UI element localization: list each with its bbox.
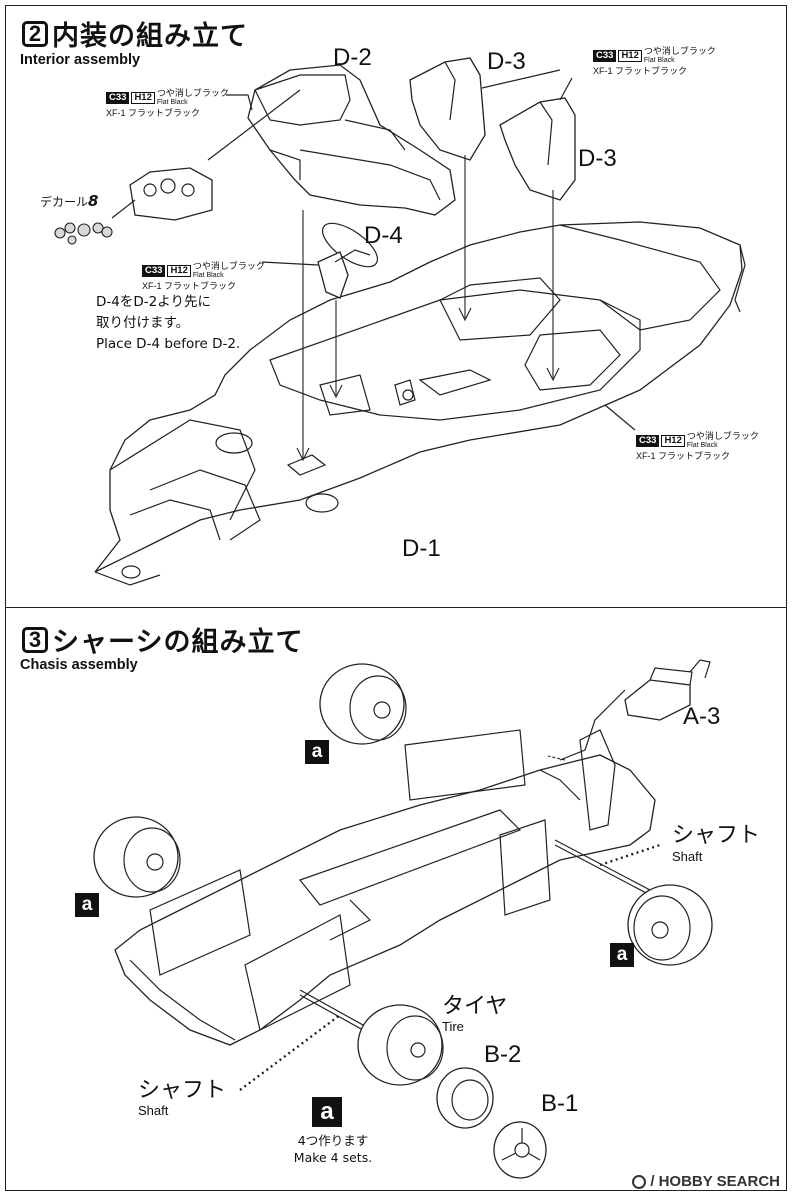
tire-icon (93, 816, 181, 898)
shaft-label-en-right: Shaft (672, 849, 703, 864)
part-label-d4: D-4 (364, 222, 403, 249)
section-divider (5, 607, 787, 608)
part-label-d2: D-2 (333, 44, 372, 71)
paint-code-h12: H12 (618, 50, 642, 62)
step2-title-jp: 内装の組み立て (52, 21, 248, 52)
make-sets-en: Make 4 sets. (293, 1150, 373, 1165)
chassis-frame-icon (114, 729, 656, 1046)
part-label-a3: A-3 (683, 703, 721, 730)
watermark: / HOBBY SEARCH (632, 1173, 780, 1190)
shaft-label-jp-left: シャフト (138, 1078, 227, 1103)
decal-number: 8 (88, 192, 99, 210)
watermark-brand: HOBBY SEARCH (658, 1173, 780, 1190)
dashboard-icon (247, 64, 456, 216)
paint-name-jp: つや消しブラック (686, 431, 759, 441)
part-label-d3b: D-3 (578, 145, 617, 172)
wheel-icon (493, 1121, 547, 1179)
seat-icon (409, 57, 486, 161)
paint-code-h12: H12 (167, 265, 191, 277)
decal-label: デカール8 (40, 192, 98, 210)
tire-label-jp: タイヤ (442, 994, 508, 1019)
step3-header: 3 シャーシの組み立て (22, 620, 303, 659)
paint-xf: XF-1 フラットブラック (593, 66, 688, 76)
paint-code-c33: C33 (636, 435, 660, 447)
paint-name-jp: つや消しブラック (156, 88, 229, 98)
steering-wheel-icon (317, 222, 379, 299)
wheel-icon (436, 1067, 494, 1129)
hobby-search-logo-icon (632, 1174, 647, 1189)
tire-icon (319, 663, 407, 745)
paint-name-en: Flat Black (156, 99, 188, 106)
step3-title-jp: シャーシの組み立て (52, 627, 304, 658)
paint-code-h12: H12 (661, 435, 685, 447)
paint-code-c33: C33 (106, 92, 130, 104)
step2-header: 2 内装の組み立て (22, 14, 248, 53)
page-frame (5, 5, 787, 1191)
note-jp-1: D-4をD-2より先に (96, 294, 211, 310)
tire-label-en: Tire (442, 1019, 464, 1034)
car-body-icon (94, 221, 746, 586)
shaft-label-jp-right: シャフト (672, 823, 761, 848)
shaft-label-en-left: Shaft (138, 1103, 169, 1118)
set-a-marker: a (75, 893, 99, 917)
note-en: Place D-4 before D-2. (96, 336, 241, 352)
note-jp-2: 取り付けます。 (96, 315, 190, 331)
paint-code-h12: H12 (131, 92, 155, 104)
watermark-separator: / (650, 1173, 655, 1190)
part-label-d3a: D-3 (487, 48, 526, 75)
step2-number: 2 (22, 20, 48, 47)
make-sets-jp: 4つ作ります (297, 1133, 369, 1148)
tire-icon (627, 884, 713, 966)
seat-icon (499, 97, 576, 201)
paint-xf: XF-1 フラットブラック (142, 281, 237, 291)
part-label-d1: D-1 (402, 535, 441, 562)
battery-box-icon (624, 659, 711, 721)
set-a-marker-main: a (312, 1097, 342, 1127)
make-sets-note: 4つ作ります Make 4 sets. (288, 1132, 378, 1166)
paint-name-jp: つや消しブラック (192, 261, 265, 271)
paint-name-en: Flat Black (686, 442, 718, 449)
part-label-b2: B-2 (484, 1041, 522, 1068)
decal-label-text: デカール (40, 195, 89, 209)
decal-dials (54, 222, 113, 245)
paint-code-c33: C33 (142, 265, 166, 277)
part-label-b1: B-1 (541, 1090, 579, 1117)
paint-name-jp: つや消しブラック (643, 46, 716, 56)
assembly-note: D-4をD-2より先に 取り付けます。 Place D-4 before D-2… (96, 292, 240, 355)
step3-number: 3 (22, 626, 48, 653)
paint-xf: XF-1 フラットブラック (636, 451, 731, 461)
paint-code-c33: C33 (593, 50, 617, 62)
paint-name-en: Flat Black (643, 57, 675, 64)
step3-title-en: Chasis assembly (20, 657, 138, 673)
paint-name-en: Flat Black (192, 272, 224, 279)
tire-icon (357, 1004, 444, 1086)
set-a-marker: a (305, 740, 329, 764)
paint-xf: XF-1 フラットブラック (106, 108, 201, 118)
step2-title-en: Interior assembly (20, 52, 141, 68)
set-a-marker: a (610, 943, 634, 967)
